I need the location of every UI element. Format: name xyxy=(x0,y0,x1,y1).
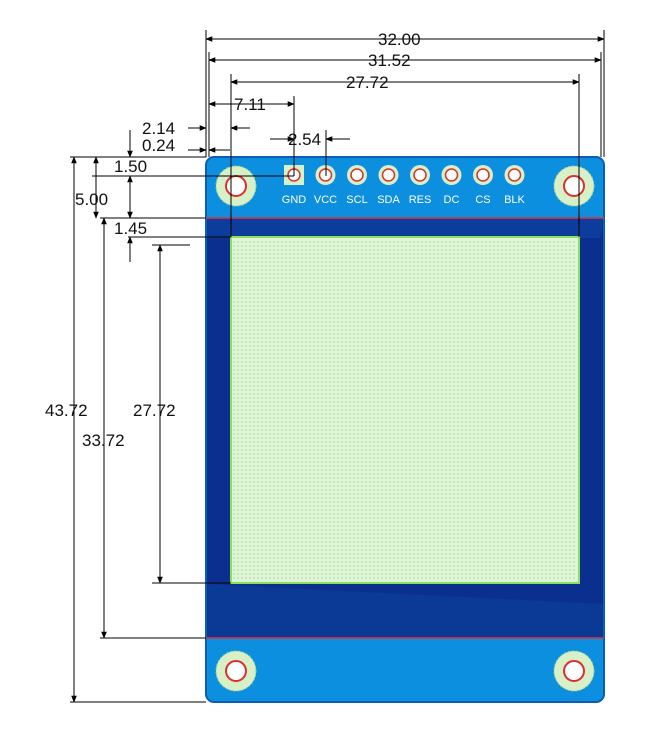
dim-header-height: 5.00 xyxy=(75,190,108,209)
dim-height-screen: 27.72 xyxy=(133,401,176,420)
dimension-labels: 32.00 31.52 27.72 7.11 2.14 0.24 2.54 1.… xyxy=(45,30,421,450)
dim-width-screen: 27.72 xyxy=(346,73,389,92)
pin-label: SCL xyxy=(346,194,367,206)
dim-offset-a: 2.14 xyxy=(142,119,175,138)
pin-res: RES xyxy=(409,165,432,206)
pin-label: DC xyxy=(444,194,460,206)
dim-top-hole: 1.50 xyxy=(114,157,147,176)
pin-label: GND xyxy=(282,194,307,206)
pin-dc: DC xyxy=(441,165,462,206)
dim-width-holes: 31.52 xyxy=(368,51,411,70)
dimension-lines xyxy=(70,30,605,703)
pin-scl: SCL xyxy=(346,165,368,206)
pin-sda: SDA xyxy=(377,165,400,206)
pin-label: CS xyxy=(475,194,490,206)
pin-blk: BLK xyxy=(504,165,526,206)
mounting-hole-top-left xyxy=(215,165,257,207)
dim-offset-b: 0.24 xyxy=(142,136,175,155)
pin-hole xyxy=(444,168,459,182)
dim-screen-gap: 1.45 xyxy=(114,219,147,238)
pin-hole xyxy=(413,168,427,182)
mounting-hole-bottom-right xyxy=(553,650,595,692)
pin-hole xyxy=(507,168,522,182)
display-area xyxy=(230,236,580,584)
pin-hole xyxy=(476,168,490,182)
pin-hole xyxy=(381,168,396,182)
pin-label: VCC xyxy=(314,194,337,206)
pin-cs: CS xyxy=(473,165,493,206)
dim-width-board: 32.00 xyxy=(378,30,421,49)
pin-label: SDA xyxy=(377,194,400,206)
dim-height-display: 33.72 xyxy=(82,431,125,450)
dim-pin-pitch: 2.54 xyxy=(288,130,321,149)
pin-header: GND VCC SCL SDA RES DC CS BLK xyxy=(282,165,526,206)
dim-height-board: 43.72 xyxy=(45,401,88,420)
mounting-hole-top-right xyxy=(553,165,595,207)
pin-label: RES xyxy=(409,194,432,206)
pin-label: BLK xyxy=(504,194,525,206)
mounting-hole-bottom-left xyxy=(215,650,257,692)
dim-pin-offset: 7.11 xyxy=(234,95,266,114)
pin-hole xyxy=(350,168,364,182)
